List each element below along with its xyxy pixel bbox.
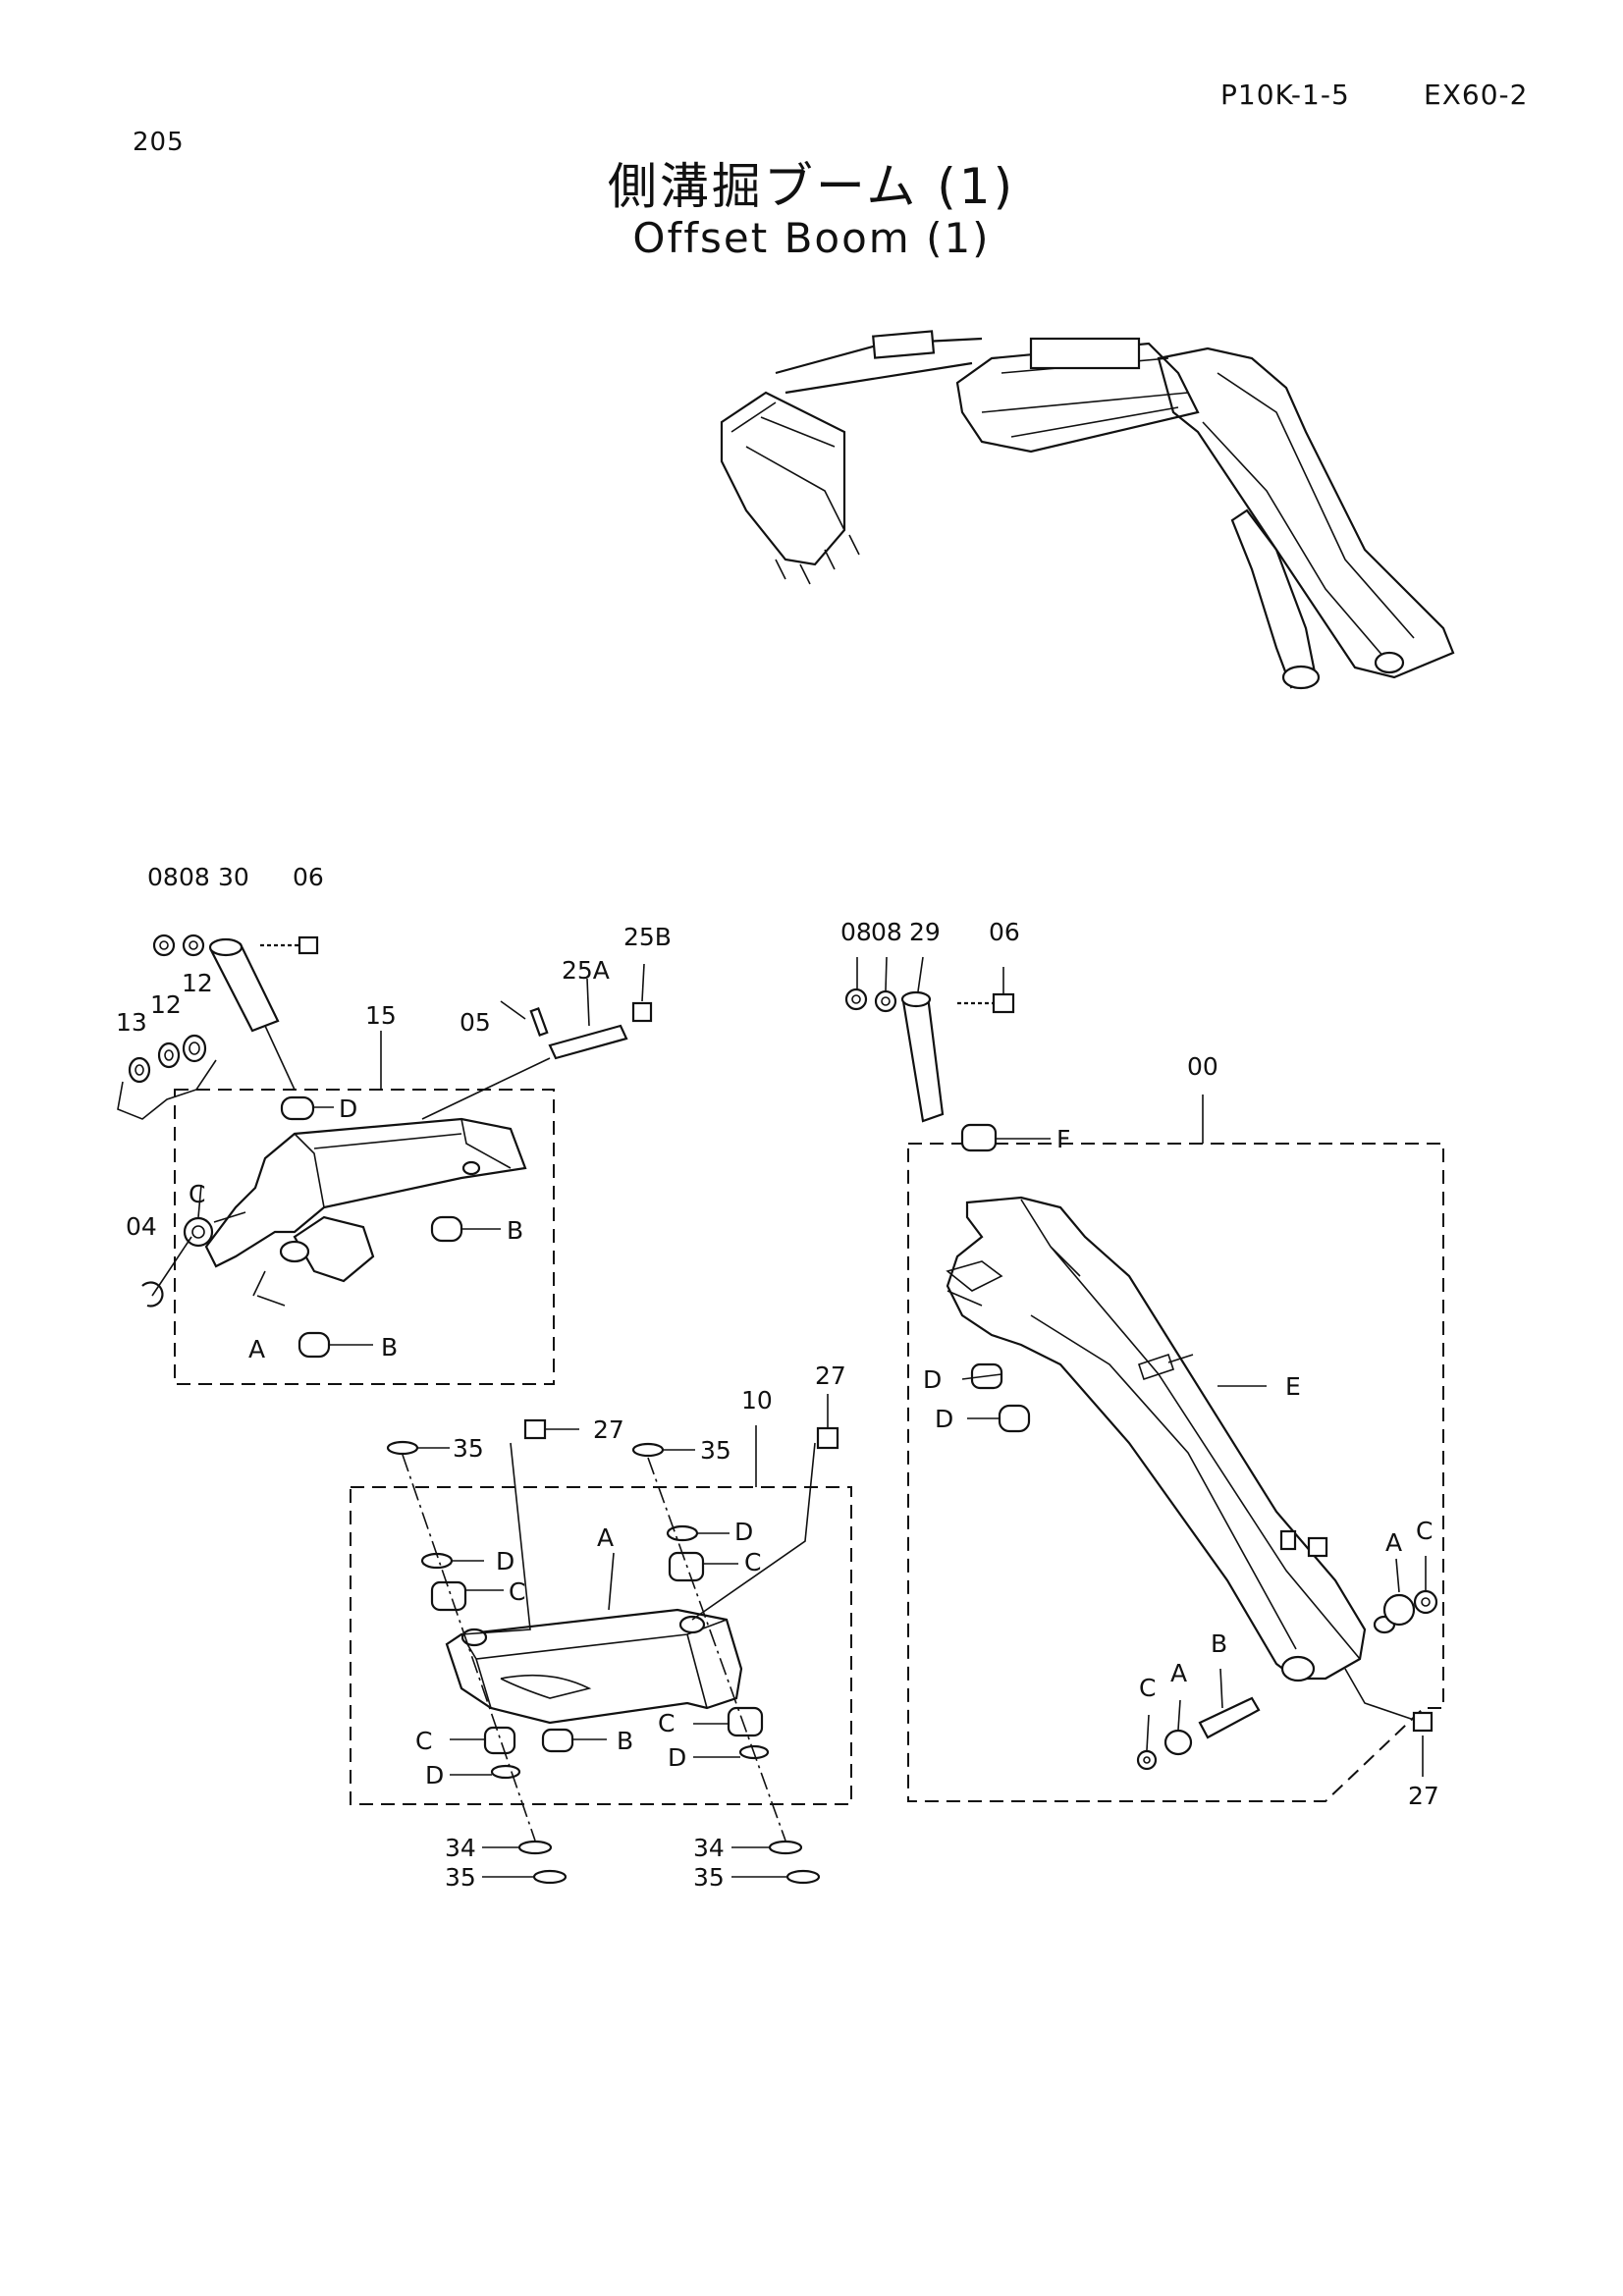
callout-d: D <box>668 1743 686 1772</box>
callout-c: C <box>415 1727 432 1755</box>
model-code: EX60-2 <box>1424 79 1529 111</box>
callout-08: 08 <box>871 918 902 946</box>
callout-b: B <box>507 1216 523 1245</box>
callout-00: 00 <box>1187 1052 1218 1081</box>
callout-e: E <box>1285 1372 1301 1401</box>
callout-c: C <box>1416 1517 1433 1545</box>
bucket-outline <box>720 391 846 566</box>
callout-27: 27 <box>1408 1782 1439 1810</box>
title-english: Offset Boom (1) <box>632 214 991 262</box>
callout-b: B <box>381 1333 398 1362</box>
middle-assembly-boundary <box>350 1486 852 1805</box>
callout-05: 05 <box>460 1008 491 1037</box>
callout-a: A <box>1170 1659 1187 1687</box>
callout-08: 08 <box>179 863 210 891</box>
page-code: P10K-1-5 <box>1220 79 1350 111</box>
callout-labels: 08 08 30 06 13 12 12 15 05 25A 25B D C 0… <box>116 863 1439 1892</box>
callout-06: 06 <box>293 863 324 891</box>
middle-assembly <box>350 1394 852 1885</box>
pin-25a <box>548 1024 628 1060</box>
callout-d: D <box>425 1761 444 1789</box>
callout-d: D <box>923 1365 942 1394</box>
callout-d: D <box>339 1095 357 1123</box>
bracket-15-body <box>204 1117 527 1268</box>
callout-c: C <box>744 1548 761 1576</box>
title-japanese: 側溝掘ブーム (1) <box>607 158 1016 215</box>
right-assembly <box>844 956 1444 1802</box>
boom-00-body <box>946 1196 1367 1681</box>
callout-c: C <box>189 1180 205 1208</box>
callout-10: 10 <box>741 1386 773 1415</box>
callout-b: B <box>1211 1629 1227 1658</box>
callout-25a: 25A <box>562 956 610 985</box>
right-assembly-boundary <box>907 1143 1444 1802</box>
callout-35: 35 <box>693 1863 725 1892</box>
callout-08: 08 <box>147 863 179 891</box>
callout-35: 35 <box>700 1436 731 1465</box>
callout-30: 30 <box>218 863 249 891</box>
callout-35: 35 <box>445 1863 476 1892</box>
callout-34: 34 <box>445 1834 476 1862</box>
callout-29: 29 <box>909 918 941 946</box>
callout-12: 12 <box>182 969 213 997</box>
callout-d: D <box>734 1518 753 1546</box>
bracket-10-body <box>445 1608 743 1725</box>
callout-06: 06 <box>989 918 1020 946</box>
page-number: 205 <box>133 128 185 157</box>
left-assembly-boundary <box>174 1089 555 1385</box>
callout-27: 27 <box>593 1415 624 1444</box>
callout-04: 04 <box>126 1212 157 1241</box>
boom-outline <box>1157 347 1455 679</box>
callout-a: A <box>248 1335 265 1363</box>
left-assembly <box>117 934 653 1385</box>
callout-c: C <box>1139 1674 1156 1702</box>
callout-c: C <box>658 1709 675 1737</box>
callout-d: D <box>935 1405 953 1433</box>
callout-a: A <box>1385 1528 1402 1557</box>
callout-c: C <box>509 1577 525 1606</box>
callout-a: A <box>597 1523 614 1552</box>
callout-25b: 25B <box>623 923 672 951</box>
overview-machine-sketch <box>720 330 1455 690</box>
callout-34: 34 <box>693 1834 725 1862</box>
callout-27: 27 <box>815 1362 846 1390</box>
callout-08: 08 <box>840 918 872 946</box>
pin-29 <box>901 994 945 1123</box>
callout-f: F <box>1056 1125 1070 1153</box>
callout-35: 35 <box>453 1434 484 1463</box>
callout-b: B <box>617 1727 633 1755</box>
callout-12: 12 <box>150 990 182 1019</box>
tube-30 <box>209 942 280 1033</box>
callout-15: 15 <box>365 1001 397 1030</box>
callout-13: 13 <box>116 1008 147 1037</box>
callout-d: D <box>496 1547 514 1575</box>
